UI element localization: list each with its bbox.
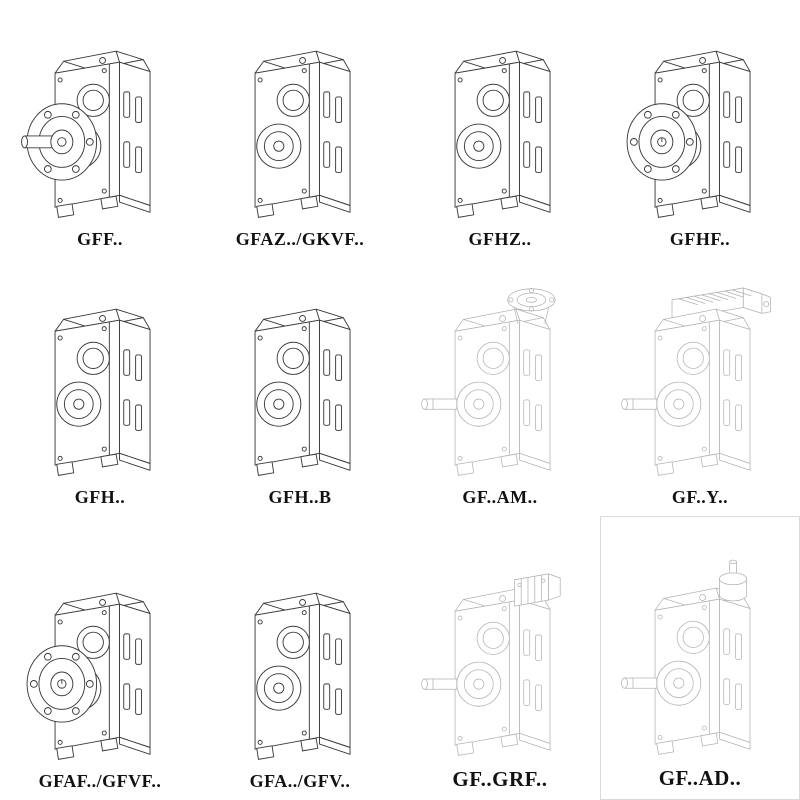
- gearbox-cell-gfhz: GFHZ..: [400, 0, 600, 258]
- model-label: GF..AM..: [462, 487, 538, 507]
- gearbox-cell-gfaz-gkvf: GFAZ../GKVF..: [200, 0, 400, 258]
- model-label: GFA../GFV..: [249, 771, 351, 791]
- gearbox-cell-gfh: GFH..: [0, 258, 200, 516]
- model-label: GFAF../GFVF..: [38, 771, 162, 791]
- gearbox-flange-hollow-drawing: [14, 555, 186, 767]
- gearbox-hollow-shaft-drawing: [14, 271, 186, 483]
- gearbox-cell-gf-grf: GF..GRF..: [400, 516, 600, 800]
- model-label: GF..Y..: [671, 487, 729, 507]
- gearbox-cell-gf-y: GF..Y..: [600, 258, 800, 516]
- gearbox-cell-gff: GFF..: [0, 0, 200, 258]
- gearbox-flange-hollow-drawing: [614, 13, 786, 225]
- gearbox-hollow-shaft-foot-drawing: [214, 271, 386, 483]
- gearbox-with-motor-drawing: [614, 271, 786, 483]
- model-label: GFF..: [77, 229, 123, 249]
- gearbox-cell-gfa-gfv: GFA../GFV..: [200, 516, 400, 800]
- gearbox-input-adapter-drawing: [614, 550, 786, 762]
- gearbox-cell-gfaf-gfvf: GFAF../GFVF..: [0, 516, 200, 800]
- model-label: GFH..B: [268, 487, 332, 507]
- model-label: GF..GRF..: [452, 767, 548, 791]
- gearbox-hollow-shaft-drawing: [214, 555, 386, 767]
- model-label: GFHF..: [669, 229, 731, 249]
- model-label: GFAZ../GKVF..: [235, 229, 365, 249]
- gearbox-cell-gfh-b: GFH..B: [200, 258, 400, 516]
- gearbox-cell-gfhf: GFHF..: [600, 0, 800, 258]
- gearbox-hollow-shaft-drawing: [414, 13, 586, 225]
- gearbox-cell-gf-ad: GF..AD..: [600, 516, 800, 800]
- model-label: GFHZ..: [468, 229, 532, 249]
- gearbox-cover-box-drawing: [414, 551, 586, 763]
- gearbox-motor-adapter-flange-drawing: [414, 271, 586, 483]
- gearbox-hollow-shaft-drawing: [214, 13, 386, 225]
- model-label: GFH..: [74, 487, 126, 507]
- model-label: GF..AD..: [658, 766, 742, 790]
- gearbox-cell-gf-am: GF..AM..: [400, 258, 600, 516]
- gearbox-flange-output-with-shaft-drawing: [14, 13, 186, 225]
